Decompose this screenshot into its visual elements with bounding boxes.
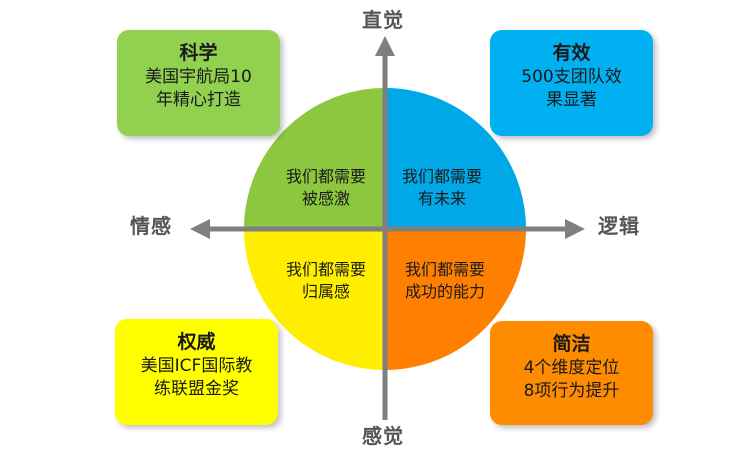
corner-box-desc: 美国ICF国际教 练联盟金奖 <box>140 356 253 399</box>
corner-box-desc: 4个维度定位 8项行为提升 <box>523 358 620 401</box>
arrow-up-icon <box>375 36 395 56</box>
axis-label-right: 逻辑 <box>598 214 640 238</box>
corner-box-title: 简洁 <box>552 333 591 355</box>
arrow-left-icon <box>190 219 210 239</box>
quadrant-bottom-left-text: 我们都需要 归属感 <box>285 260 366 301</box>
corner-box-desc: 500支团队效 果显著 <box>521 67 622 110</box>
corner-box-effective: 有效 500支团队效 果显著 <box>490 30 653 136</box>
corner-box-science: 科学 美国宇航局10 年精心打造 <box>117 30 280 136</box>
quadrant-top-left-text: 我们都需要 被感激 <box>285 167 366 208</box>
axes <box>190 36 585 420</box>
quadrant-top-left-segment <box>244 88 385 229</box>
quadrant-top-right-segment <box>385 88 526 229</box>
arrow-right-icon <box>565 219 585 239</box>
quadrant-top-right-text: 我们都需要 有未来 <box>401 167 482 208</box>
quadrant-bottom-left-segment <box>244 229 385 370</box>
axis-label-bottom: 感觉 <box>362 424 404 448</box>
axis-label-left: 情感 <box>130 214 172 238</box>
quadrant-bottom-right-segment <box>385 229 526 370</box>
corner-box-title: 权威 <box>177 331 216 353</box>
corner-box-title: 科学 <box>179 42 218 64</box>
quadrant-bottom-right-text: 我们都需要 成功的能力 <box>404 260 485 301</box>
axis-label-top: 直觉 <box>362 8 404 32</box>
corner-box-authority: 权威 美国ICF国际教 练联盟金奖 <box>115 319 278 425</box>
corner-box-title: 有效 <box>552 42 591 64</box>
corner-box-simple: 简洁 4个维度定位 8项行为提升 <box>490 321 653 425</box>
corner-box-desc: 美国宇航局10 年精心打造 <box>145 67 252 110</box>
